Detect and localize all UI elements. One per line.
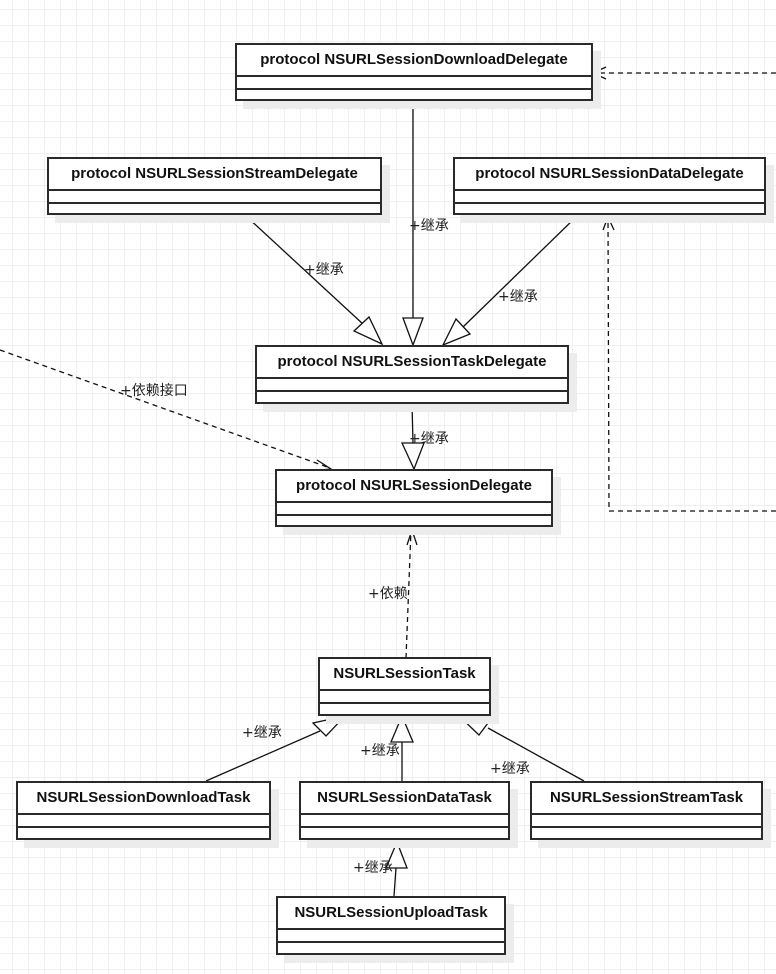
attributes-section — [455, 191, 764, 204]
attributes-section — [257, 379, 567, 392]
edge-data-delegate-inherit — [462, 215, 578, 328]
attributes-section — [49, 191, 380, 204]
class-name: protocol NSURLSessionTaskDelegate — [257, 347, 567, 379]
class-download-delegate[interactable]: protocol NSURLSessionDownloadDelegate — [235, 43, 593, 101]
methods-section — [278, 943, 504, 954]
label-upload-task-inherit: +继承 — [353, 860, 393, 876]
class-data-task[interactable]: NSURLSessionDataTask — [299, 781, 510, 840]
class-name: NSURLSessionDataTask — [301, 783, 508, 815]
edge-task-delegate-inherit — [411, 403, 414, 444]
edge-stream-delegate-inherit — [245, 215, 365, 326]
label-data-delegate-inherit: +继承 — [498, 289, 538, 305]
class-session-delegate[interactable]: protocol NSURLSessionDelegate — [275, 469, 553, 527]
label-task-dependency: +依赖 — [368, 586, 408, 602]
methods-section — [301, 828, 508, 839]
inherit-arrowhead — [400, 442, 425, 471]
attributes-section — [237, 77, 591, 90]
methods-section — [532, 828, 761, 839]
edge-dependency-interface — [0, 349, 331, 469]
methods-section — [18, 828, 269, 839]
class-upload-task[interactable]: NSURLSessionUploadTask — [276, 896, 506, 955]
class-download-task[interactable]: NSURLSessionDownloadTask — [16, 781, 271, 840]
inherit-arrowhead — [311, 714, 347, 737]
edge-stream-task-inherit — [487, 727, 585, 782]
class-name: NSURLSessionTask — [320, 659, 489, 691]
inherit-arrowhead — [441, 317, 472, 347]
label-dependency-interface: +依赖接口 — [120, 383, 188, 399]
class-name: NSURLSessionDownloadTask — [18, 783, 269, 815]
class-name: protocol NSURLSessionDataDelegate — [455, 159, 764, 191]
label-stream-delegate-inherit: +继承 — [304, 262, 344, 278]
label-download-task-inherit: +继承 — [242, 725, 282, 741]
attributes-section — [18, 815, 269, 828]
edge-right-dependency-data — [607, 216, 776, 512]
edge-task-dependency — [405, 529, 412, 659]
class-name: NSURLSessionUploadTask — [278, 898, 504, 930]
label-stream-task-inherit: +继承 — [490, 761, 530, 777]
inherit-arrowhead — [385, 840, 408, 869]
methods-section — [49, 204, 380, 215]
inherit-arrowhead — [457, 715, 493, 736]
dependency-arrowhead — [591, 66, 607, 80]
label-download-delegate-inherit: +继承 — [409, 218, 449, 234]
class-task-delegate[interactable]: protocol NSURLSessionTaskDelegate — [255, 345, 569, 404]
class-stream-delegate[interactable]: protocol NSURLSessionStreamDelegate — [47, 157, 382, 215]
methods-section — [320, 704, 489, 715]
class-data-delegate[interactable]: protocol NSURLSessionDataDelegate — [453, 157, 766, 215]
methods-section — [257, 392, 567, 403]
attributes-section — [532, 815, 761, 828]
attributes-section — [301, 815, 508, 828]
methods-section — [455, 204, 764, 215]
attributes-section — [277, 503, 551, 516]
inherit-arrowhead — [402, 317, 424, 347]
methods-section — [237, 90, 591, 101]
edge-download-task-inherit — [205, 730, 321, 782]
dependency-arrowhead — [602, 215, 615, 231]
dependency-arrowhead — [406, 527, 418, 546]
edge-upload-task-inherit — [393, 867, 397, 897]
class-name: protocol NSURLSessionDownloadDelegate — [237, 45, 591, 77]
label-data-task-inherit: +继承 — [360, 743, 400, 759]
inherit-arrowhead — [390, 714, 414, 743]
methods-section — [277, 516, 551, 527]
attributes-section — [278, 930, 504, 943]
class-session-task[interactable]: NSURLSessionTask — [318, 657, 491, 716]
class-name: protocol NSURLSessionStreamDelegate — [49, 159, 380, 191]
class-name: NSURLSessionStreamTask — [532, 783, 761, 815]
class-stream-task[interactable]: NSURLSessionStreamTask — [530, 781, 763, 840]
attributes-section — [320, 691, 489, 704]
inherit-arrowhead — [352, 315, 384, 346]
label-task-delegate-inherit: +继承 — [409, 431, 449, 447]
class-name: protocol NSURLSessionDelegate — [277, 471, 551, 503]
